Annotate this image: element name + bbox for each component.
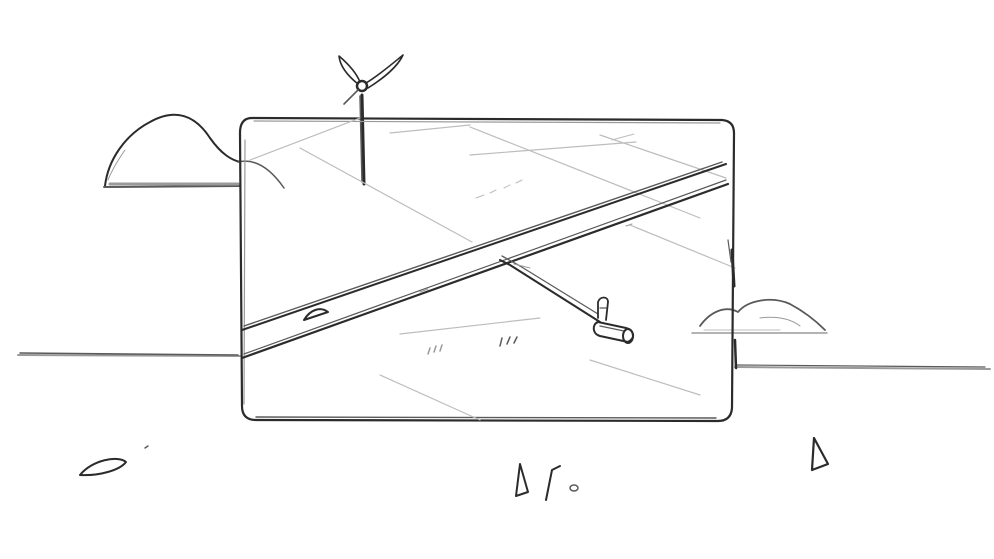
cable — [499, 255, 601, 323]
field-lines — [249, 117, 736, 421]
screen-frame — [238, 116, 736, 423]
wind-turbine — [338, 54, 404, 186]
hill-right — [691, 298, 828, 334]
shutter-device — [592, 296, 634, 344]
road-pole — [727, 239, 738, 370]
diagonal-road — [240, 161, 730, 360]
horizon-line — [17, 352, 991, 370]
foreground-rocks — [79, 436, 830, 501]
grass-tufts — [427, 336, 518, 355]
hill-left — [103, 113, 285, 189]
